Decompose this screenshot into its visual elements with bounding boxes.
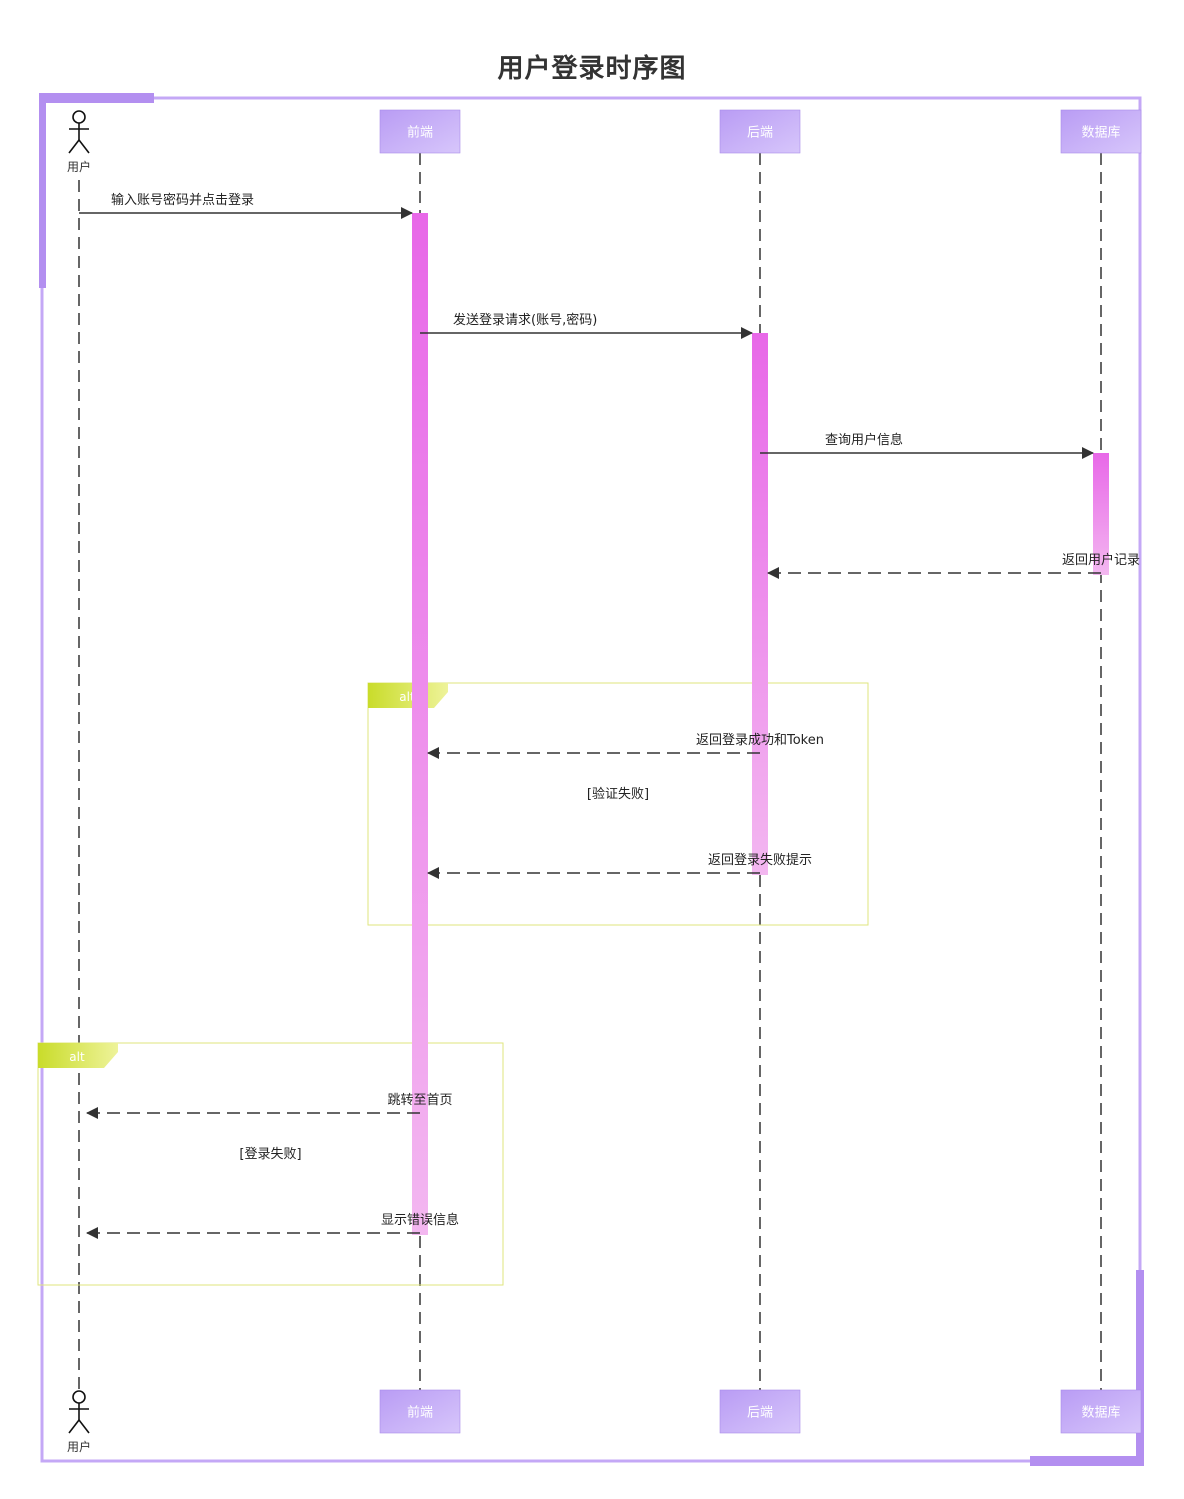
message-label: 查询用户信息 [825,432,903,448]
message-label: 跳转至首页 [387,1093,452,1108]
alt-fragment-1: alt [验证失败] [367,682,869,926]
message-1: 输入账号密码并点击登录 [79,192,413,219]
frame-corner-accent-bottom [1030,1456,1144,1466]
alt-fragment-border [367,682,869,926]
message-label: 显示错误信息 [381,1212,459,1228]
frame-corner-accent-top [39,93,154,103]
frame-corner-accent-right [1136,1270,1144,1466]
participant-label: 前端 [407,125,433,141]
actor-icon [68,1390,90,1434]
alt-guard-label: [验证失败] [587,786,649,802]
message-7: 跳转至首页 [86,1093,453,1119]
frame-border [40,96,1142,1463]
message-label: 返回用户记录 [1062,552,1140,568]
actor-label: 用户 [67,1439,91,1454]
activation-bar-backend [752,333,768,875]
actor-label: 用户 [67,159,91,174]
participant-database-bottom[interactable]: 数据库 [1060,1389,1142,1434]
participant-box [379,109,461,154]
alt-guard-label: [登录失败] [239,1147,301,1162]
message-label: 返回登录成功和Token [696,733,824,748]
message-3: 查询用户信息 [760,432,1094,459]
participant-box [719,109,801,154]
activations-layer [412,213,1109,1235]
lifelines-layer [78,153,1102,1392]
participant-box [1060,109,1142,154]
participant-database-top[interactable]: 数据库 [1060,109,1142,154]
alt-tag: alt [368,683,448,708]
message-label: 输入账号密码并点击登录 [111,192,254,208]
participant-label: 数据库 [1081,125,1120,141]
participant-box [379,1389,461,1434]
participant-frontend-bottom[interactable]: 前端 [379,1389,461,1434]
message-5: 返回登录成功和Token [427,733,824,759]
message-6: 返回登录失败提示 [427,852,812,879]
alt-fragment-border [37,1042,504,1286]
fragments-layer: alt [验证失败] alt [登录失败] [37,682,869,1286]
participant-label: 前端 [407,1405,433,1421]
participant-frontend-top[interactable]: 前端 [379,109,461,154]
message-label: 返回登录失败提示 [708,852,812,868]
participant-box [1060,1389,1142,1434]
diagram-frame [39,93,1144,1466]
actor-icon [68,110,90,154]
message-8: 显示错误信息 [86,1212,459,1239]
participant-backend-top[interactable]: 后端 [719,109,801,154]
alt-tag-label: alt [399,690,415,704]
participant-label: 后端 [747,1406,773,1421]
participant-backend-bottom[interactable]: 后端 [719,1389,801,1434]
alt-tag-label: alt [69,1050,85,1064]
actor-bottom[interactable]: 用户 [67,1390,91,1454]
frame-corner-accent-left [39,93,46,288]
actor-top[interactable]: 用户 [67,110,91,174]
page-title: 用户登录时序图 [497,54,687,84]
alt-fragment-2: alt [登录失败] [37,1042,504,1286]
participant-label: 后端 [747,126,773,141]
message-2: 发送登录请求(账号,密码) [420,312,753,339]
alt-tag: alt [38,1043,118,1068]
participant-label: 数据库 [1081,1405,1120,1421]
message-label: 发送登录请求(账号,密码) [453,312,597,328]
activation-bar-frontend [412,213,428,1235]
activation-bar-database [1093,453,1109,575]
participant-box [719,1389,801,1434]
message-4: 返回用户记录 [767,552,1140,579]
